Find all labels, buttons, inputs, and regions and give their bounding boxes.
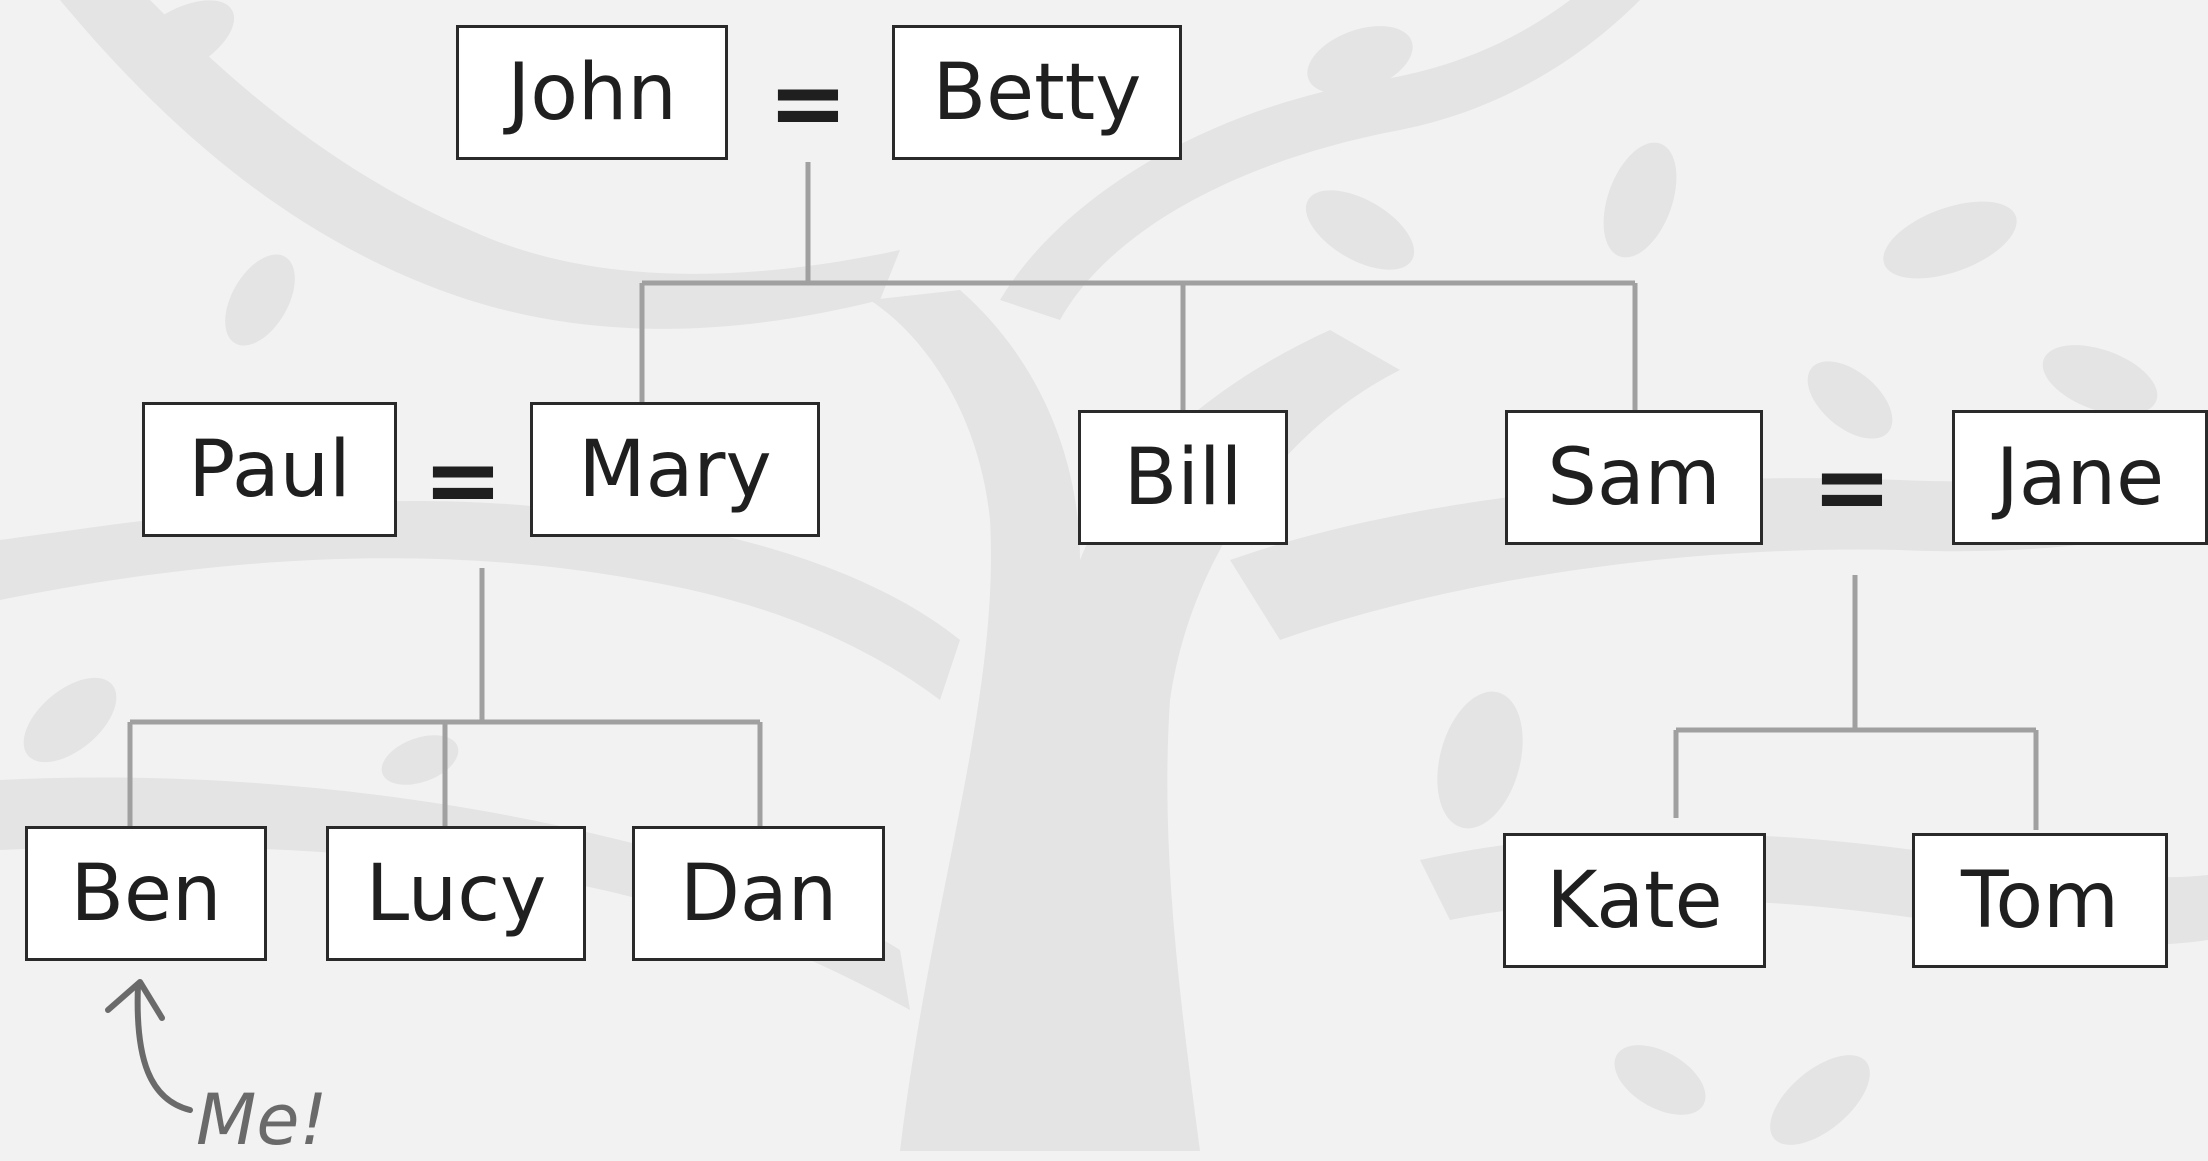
- person-name: Bill: [1123, 432, 1243, 523]
- curved-arrow-icon: [105, 979, 193, 1113]
- person-name: Paul: [188, 424, 351, 515]
- person-box-john: John: [456, 25, 728, 160]
- person-name: John: [507, 47, 677, 138]
- person-box-betty: Betty: [892, 25, 1182, 160]
- person-name: Betty: [932, 47, 1142, 138]
- marriage-symbol: =: [767, 47, 849, 159]
- marriage-symbol: =: [1811, 431, 1893, 543]
- person-name: Sam: [1547, 432, 1721, 523]
- person-box-kate: Kate: [1503, 833, 1766, 968]
- person-box-paul: Paul: [142, 402, 397, 537]
- person-box-sam: Sam: [1505, 410, 1763, 545]
- person-box-mary: Mary: [530, 402, 820, 537]
- person-box-dan: Dan: [632, 826, 885, 961]
- person-name: Jane: [1995, 432, 2165, 523]
- person-box-ben: Ben: [25, 826, 267, 961]
- person-box-bill: Bill: [1078, 410, 1288, 545]
- person-name: Tom: [1960, 855, 2120, 946]
- person-name: Mary: [578, 424, 772, 515]
- person-name: Ben: [70, 848, 222, 939]
- person-box-tom: Tom: [1912, 833, 2168, 968]
- person-name: Dan: [679, 848, 838, 939]
- person-name: Lucy: [365, 848, 547, 939]
- person-box-jane: Jane: [1952, 410, 2208, 545]
- me-annotation: Me!: [196, 1079, 328, 1161]
- person-box-lucy: Lucy: [326, 826, 586, 961]
- person-name: Kate: [1546, 855, 1723, 946]
- marriage-symbol: =: [422, 424, 504, 536]
